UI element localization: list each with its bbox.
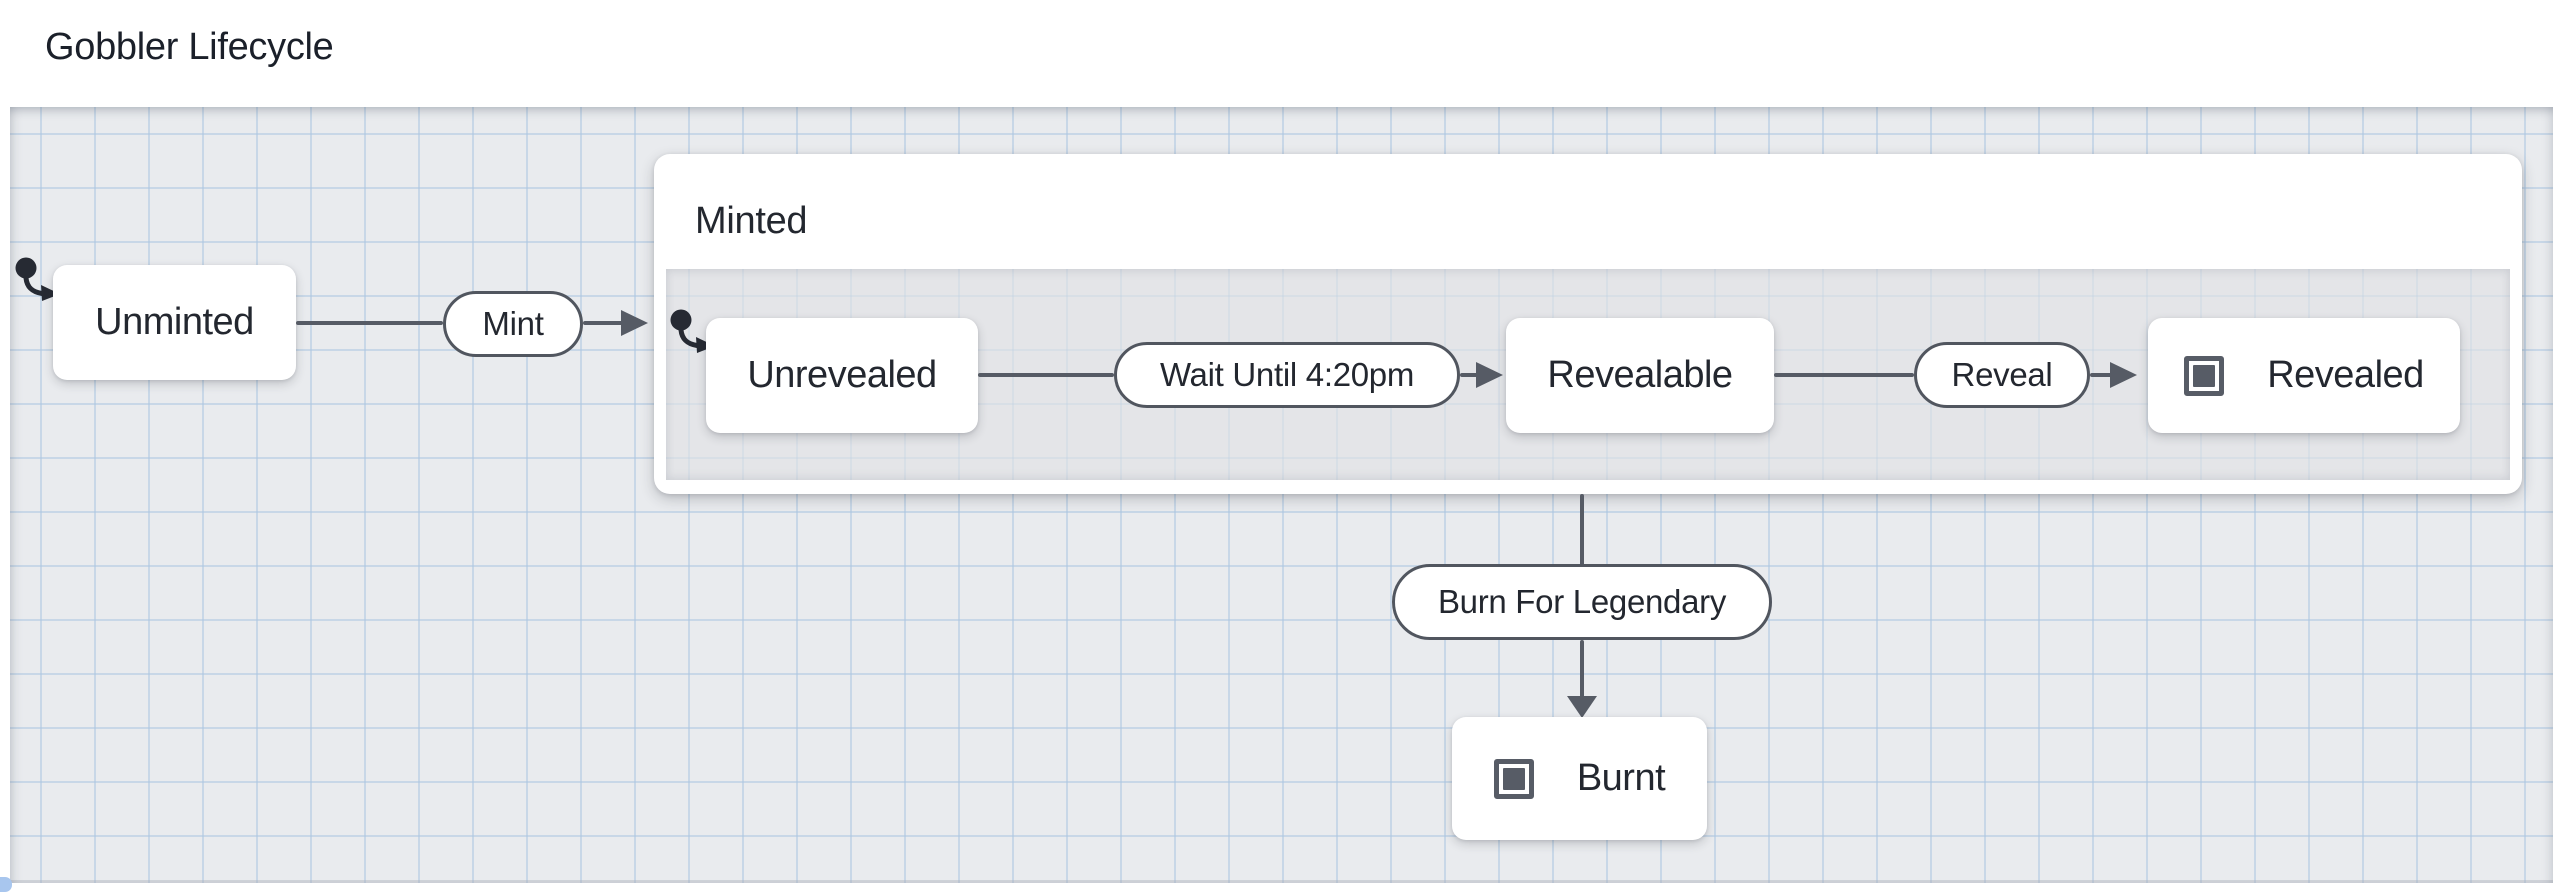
- state-node-revealable[interactable]: Revealable: [1506, 318, 1774, 433]
- state-node-minted[interactable]: Minted Unrevealed Wait Until 4:20pm: [654, 154, 2522, 494]
- state-label: Unminted: [95, 301, 254, 343]
- final-state-icon: [2184, 355, 2225, 396]
- state-label: Revealed: [2267, 354, 2424, 396]
- edge-mint-to-minted: [583, 321, 623, 325]
- state-node-burnt[interactable]: Burnt: [1452, 717, 1707, 840]
- minted-nested-region[interactable]: Unrevealed Wait Until 4:20pm Revealable …: [666, 269, 2510, 480]
- event-pill-reveal[interactable]: Reveal: [1914, 342, 2090, 408]
- edge-reveal-to-revealed: [2090, 373, 2112, 377]
- event-pill-burn-for-legendary[interactable]: Burn For Legendary: [1392, 564, 1772, 640]
- edge-minted-to-burn: [1580, 494, 1584, 566]
- initial-state-icon: [15, 257, 60, 301]
- state-label: Burnt: [1576, 757, 1666, 799]
- state-label: Revealable: [1547, 354, 1733, 396]
- state-node-unrevealed[interactable]: Unrevealed: [706, 318, 978, 433]
- event-label: Wait Until 4:20pm: [1159, 356, 1415, 393]
- event-pill-mint[interactable]: Mint: [443, 291, 583, 357]
- state-node-unminted[interactable]: Unminted: [53, 265, 296, 380]
- arrowhead-icon: [2110, 362, 2137, 388]
- event-label: Reveal: [1951, 356, 2053, 393]
- state-label: Minted: [695, 200, 808, 242]
- initial-state-icon: [670, 309, 715, 353]
- arrowhead-icon: [1476, 362, 1503, 388]
- edge-unminted-to-mint: [296, 321, 443, 325]
- event-pill-wait-until-420pm[interactable]: Wait Until 4:20pm: [1114, 342, 1460, 408]
- final-state-icon: [1493, 758, 1534, 799]
- arrowhead-icon: [621, 310, 648, 336]
- diagram-canvas[interactable]: Unminted Mint Minted Unrevealed: [10, 107, 2553, 883]
- state-node-revealed[interactable]: Revealed: [2148, 318, 2460, 433]
- offscreen-partial-element[interactable]: [0, 877, 12, 892]
- event-label: Mint: [482, 305, 544, 342]
- arrowhead-icon: [1567, 696, 1597, 718]
- machine-title: Gobbler Lifecycle: [45, 26, 334, 68]
- edge-wait-to-revealable: [1460, 373, 1478, 377]
- edge-burn-to-burnt: [1580, 640, 1584, 698]
- edge-unrevealed-to-wait: [978, 373, 1114, 377]
- event-label: Burn For Legendary: [1437, 583, 1727, 620]
- state-label: Unrevealed: [747, 354, 937, 396]
- edge-revealable-to-reveal: [1774, 373, 1914, 377]
